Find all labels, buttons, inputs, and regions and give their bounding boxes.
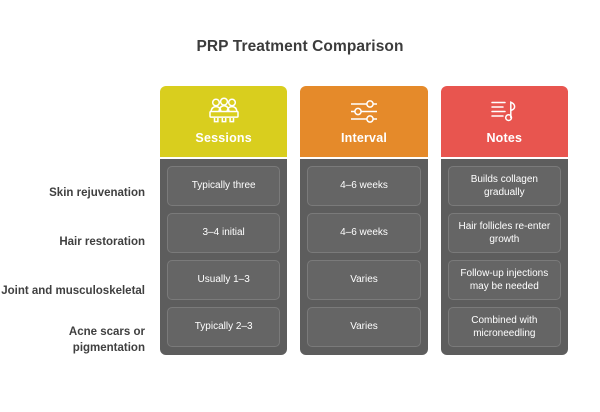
column-header-interval[interactable]: Interval	[300, 86, 428, 157]
cell-interval-joint[interactable]: Varies	[307, 260, 421, 300]
cell-notes-joint[interactable]: Follow-up injections may be needed	[447, 260, 561, 300]
column-body-sessions: Typically three 3–4 initial Usually 1–3 …	[160, 159, 288, 355]
cell-sessions-joint[interactable]: Usually 1–3	[167, 260, 281, 300]
cell-interval-skin[interactable]: 4–6 weeks	[307, 166, 421, 206]
column-body-notes: Builds collagen gradually Hair follicles…	[440, 159, 568, 355]
row-label-acne-scars-pigmentation: Acne scars or pigmentation	[68, 326, 145, 354]
cell-sessions-hair[interactable]: 3–4 initial	[167, 213, 281, 253]
column-interval: Interval 4–6 weeks 4–6 weeks Varies Vari…	[300, 86, 428, 355]
column-title-interval: Interval	[340, 131, 388, 145]
column-title-notes: Notes	[486, 131, 523, 145]
column-notes: Notes Builds collagen gradually Hair fol…	[440, 86, 568, 355]
row-label-skin-rejuvenation: Skin rejuvenation	[49, 186, 145, 199]
column-header-notes[interactable]: Notes	[440, 86, 568, 157]
comparison-matrix: Skin rejuvenation Hair restoration Joint…	[0, 86, 600, 364]
column-title-sessions: Sessions	[195, 131, 252, 145]
row-label-joint-musculoskeletal: Joint and musculoskeletal	[1, 284, 145, 297]
row-label-column: Skin rejuvenation Hair restoration Joint…	[0, 86, 160, 364]
column-sessions: Sessions Typically three 3–4 initial Usu…	[160, 86, 288, 355]
column-header-sessions[interactable]: Sessions	[160, 86, 288, 157]
people-group-icon	[207, 95, 241, 129]
cell-notes-hair[interactable]: Hair follicles re-enter growth	[447, 213, 561, 253]
cell-notes-skin[interactable]: Builds collagen gradually	[447, 166, 561, 206]
sliders-icon	[347, 95, 381, 129]
cell-interval-hair[interactable]: 4–6 weeks	[307, 213, 421, 253]
cell-interval-acne[interactable]: Varies	[307, 307, 421, 347]
music-note-lines-icon	[487, 95, 521, 129]
row-label-hair-restoration: Hair restoration	[59, 235, 145, 248]
cell-sessions-skin[interactable]: Typically three	[167, 166, 281, 206]
page-title: PRP Treatment Comparison	[196, 38, 404, 55]
data-columns: Sessions Typically three 3–4 initial Usu…	[160, 86, 600, 355]
cell-notes-acne[interactable]: Combined with microneedling	[447, 307, 561, 347]
column-body-interval: 4–6 weeks 4–6 weeks Varies Varies	[300, 159, 428, 355]
cell-sessions-acne[interactable]: Typically 2–3	[167, 307, 281, 347]
